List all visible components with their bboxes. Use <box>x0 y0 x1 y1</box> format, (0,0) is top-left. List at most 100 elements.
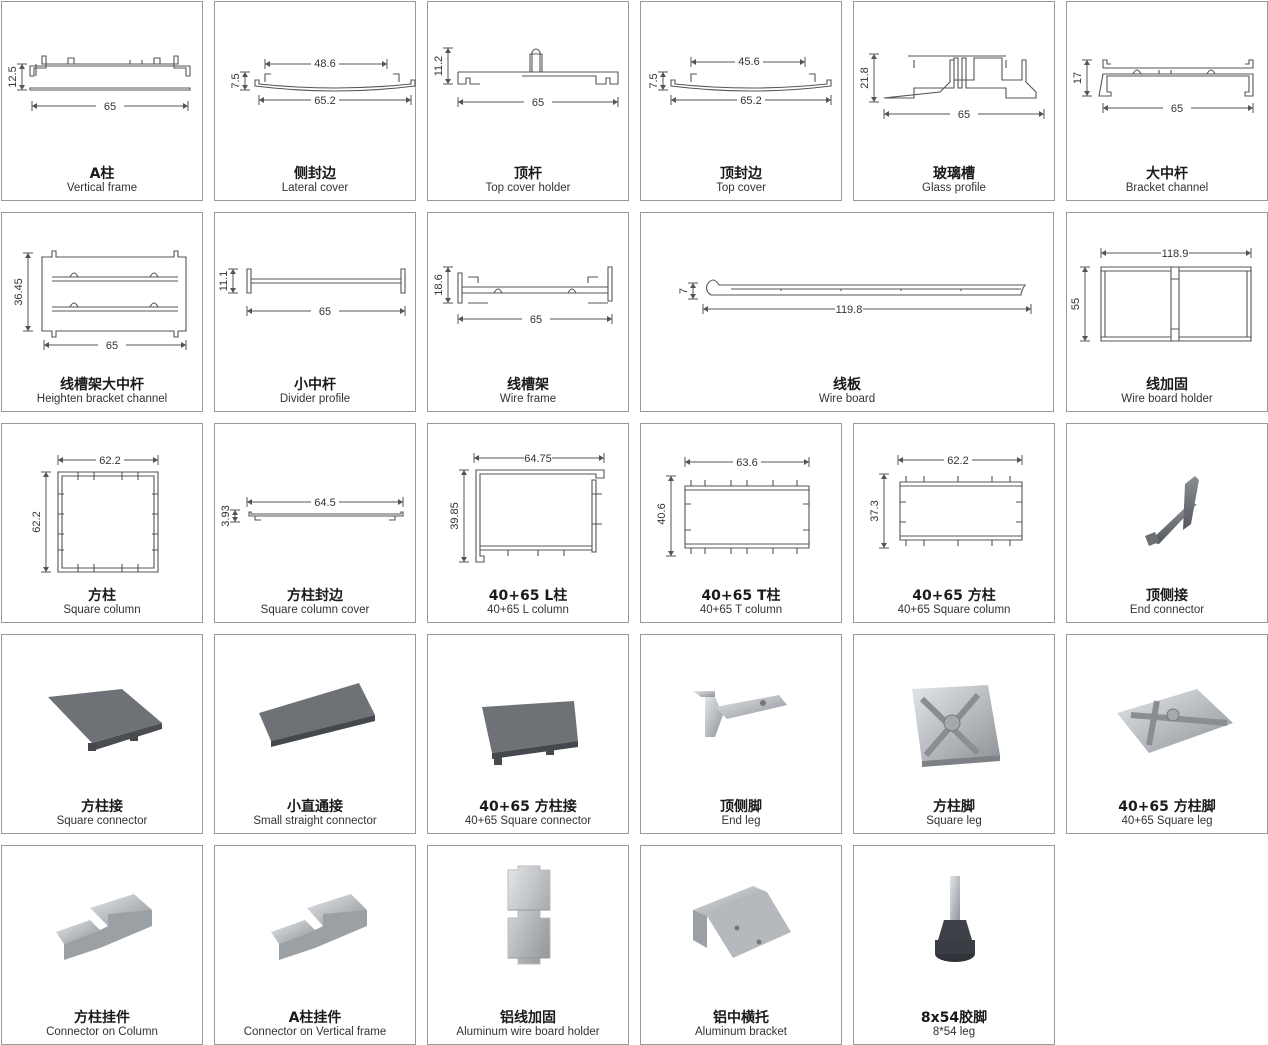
arrow-head <box>668 551 674 556</box>
arrow-head <box>25 326 31 331</box>
profile-outline <box>1170 267 1180 341</box>
plate-edge <box>271 715 375 747</box>
dimension-label: 65 <box>1171 103 1183 115</box>
connector-plate <box>482 701 578 753</box>
arrow-head <box>458 316 463 322</box>
wire-holder-column <box>507 865 551 965</box>
arrow-head <box>43 567 49 572</box>
product-drawing: 118.955 <box>1070 247 1252 342</box>
product-name-cn: 方柱接 <box>81 799 123 815</box>
arrow-head <box>690 294 696 299</box>
product-drawing <box>693 886 791 958</box>
arrow-head <box>242 72 248 77</box>
product-name-cn: 方柱封边 <box>287 588 343 604</box>
screw-hole <box>760 700 766 706</box>
plate-tabs <box>494 747 554 765</box>
product-drawing <box>48 689 162 751</box>
dimension-label: 119.8 <box>836 304 863 316</box>
arrow-head <box>1026 306 1031 312</box>
arrow-head <box>1082 336 1088 341</box>
profile-outline <box>58 472 158 572</box>
arrow-head <box>1017 457 1022 463</box>
product-name-cn: 顶侧接 <box>1146 588 1188 604</box>
product-name-en: Divider profile <box>279 393 351 405</box>
profile-outline <box>29 55 191 77</box>
label-backdrop <box>944 454 972 467</box>
label-backdrop <box>835 303 863 316</box>
label-backdrop <box>950 108 978 121</box>
product-name-en: Glass profile <box>922 182 986 194</box>
product-drawing: 63.640.6 <box>656 456 810 557</box>
product-drawing <box>912 685 1000 767</box>
product-name-cn: 线槽架大中杆 <box>60 377 144 393</box>
arrow-head <box>474 455 479 461</box>
label-backdrop <box>311 496 339 509</box>
product-name-en: 40+65 T column <box>699 604 783 616</box>
dimension-label: 7.5 <box>648 73 660 88</box>
product-name-cn: 大中杆 <box>1146 166 1188 182</box>
label-backdrop <box>96 454 124 467</box>
leg-pad <box>935 940 975 954</box>
arrow-head <box>406 97 411 103</box>
product-name-en: Vertical frame <box>66 182 138 194</box>
product-name-en: Top cover holder <box>485 182 571 194</box>
arrow-head <box>1248 105 1253 111</box>
profile-outline <box>883 57 1037 99</box>
profile-outline <box>684 485 810 549</box>
plate-edge <box>492 741 578 759</box>
product-name-en: Connector on Column <box>46 1026 158 1038</box>
product-name-cn: 顶杆 <box>514 166 542 182</box>
product-drawing: 12.565 <box>7 55 191 113</box>
dimension-label: 65 <box>104 101 116 113</box>
dimension-label: 21.8 <box>859 67 871 88</box>
arrow-head <box>44 342 49 348</box>
product-name-cn: 玻璃槽 <box>933 166 975 182</box>
product-drawing <box>259 683 375 747</box>
product-name-en: Small straight connector <box>253 815 377 827</box>
product-drawing: 62.237.3 <box>869 454 1023 549</box>
leg-bolt <box>950 876 960 922</box>
profile-outline <box>468 276 608 304</box>
arrow-head <box>183 103 188 109</box>
dimension-label: 63.6 <box>736 457 757 469</box>
arrow-head <box>884 111 889 117</box>
dimension-label: 3.93 <box>220 505 232 526</box>
product-name-en: Aluminum wire board holder <box>456 1026 600 1038</box>
dimension-label: 7 <box>678 288 690 294</box>
dimension-label: 65.2 <box>740 95 761 107</box>
dimension-label: 62.2 <box>99 455 120 467</box>
arrow-head <box>804 459 809 465</box>
profile-outline <box>1100 266 1252 342</box>
product-drawing: 45.67.565.2 <box>648 55 832 107</box>
arrow-head <box>181 342 186 348</box>
arrow-head <box>871 97 877 102</box>
arrow-head <box>382 61 387 67</box>
product-name-en: Square connector <box>56 815 148 827</box>
leg-center-hub <box>943 714 961 732</box>
product-name-cn: 顶封边 <box>720 166 762 182</box>
product-drawing <box>1117 689 1233 753</box>
profile-outline <box>41 250 187 338</box>
label-backdrop <box>311 57 339 70</box>
label-backdrop <box>98 339 126 352</box>
arrow-head <box>445 48 451 53</box>
plate-edge <box>92 723 162 751</box>
profile-outline <box>29 87 191 91</box>
arrow-head <box>398 499 403 505</box>
arrow-head <box>230 269 236 274</box>
product-name-en: Aluminum bracket <box>694 1026 788 1038</box>
arrow-head <box>19 85 25 90</box>
product-name-cn: 线加固 <box>1146 377 1188 393</box>
square-connector-plate <box>48 689 162 743</box>
screw-hole <box>734 925 740 931</box>
dimension-label: 39.85 <box>449 502 461 530</box>
dimension-label: 17 <box>1072 72 1084 84</box>
arrow-head <box>613 99 618 105</box>
column-joints <box>508 909 550 959</box>
dimension-label: 48.6 <box>314 58 335 70</box>
